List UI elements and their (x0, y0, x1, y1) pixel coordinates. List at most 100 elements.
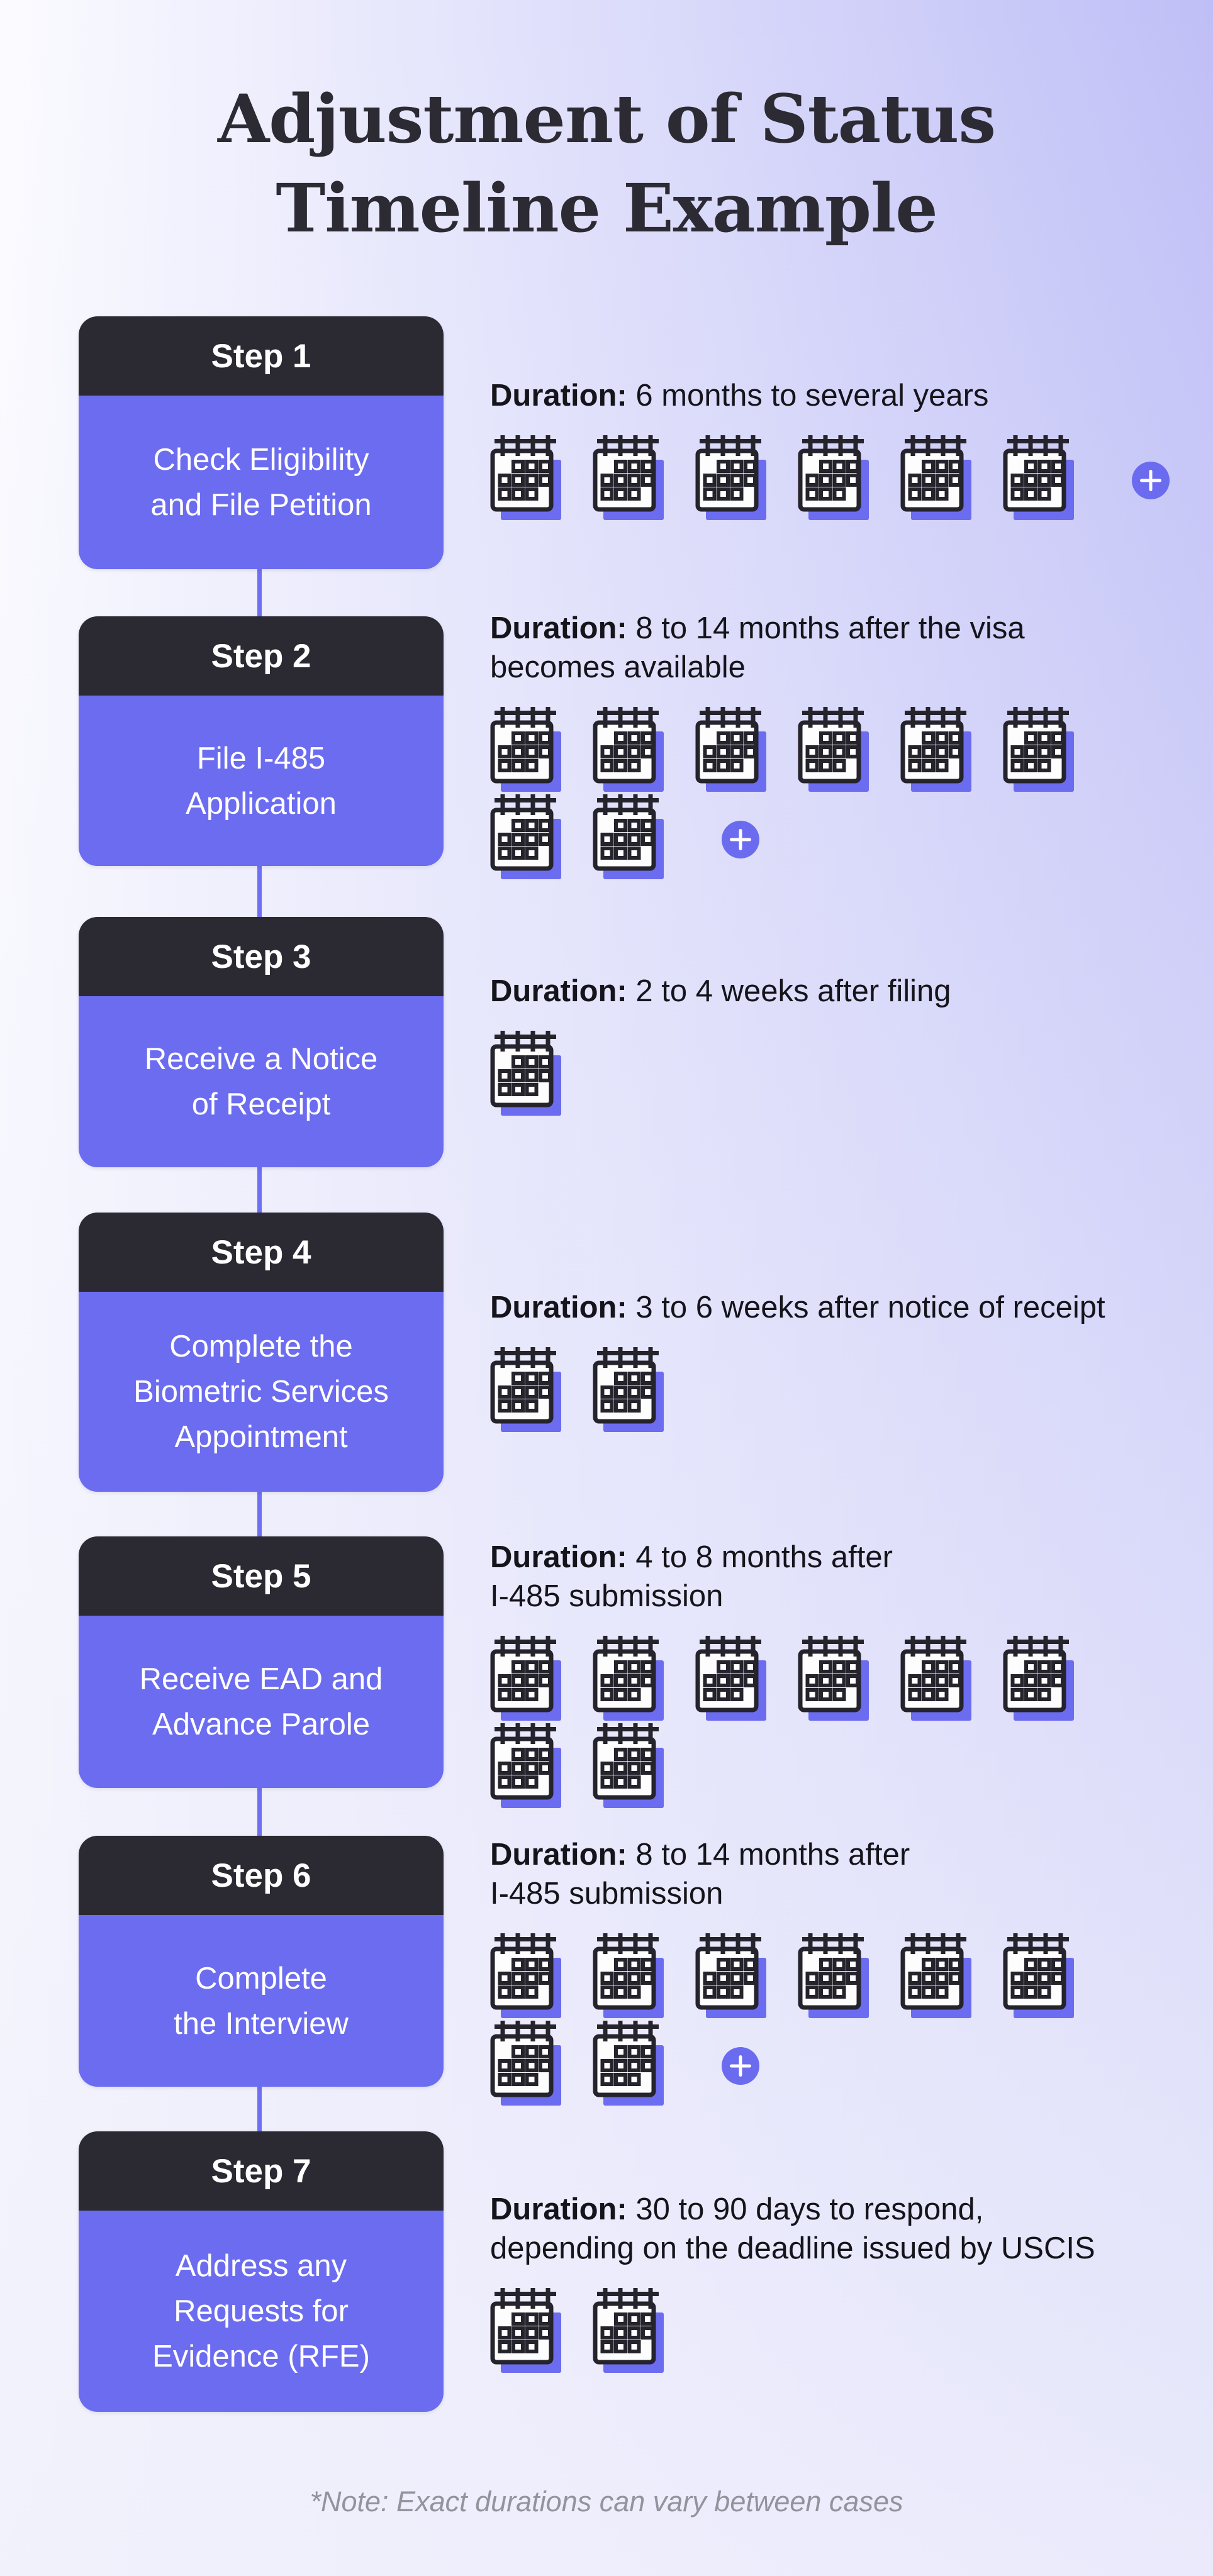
calendar-icon (593, 1347, 664, 1432)
calendar-icon (695, 435, 766, 520)
page-title: Adjustment of Status Timeline Example (217, 79, 996, 247)
step-3-duration-text: 2 to 4 weeks after filing (635, 974, 951, 1008)
step-2-header: Step 2 (79, 616, 444, 696)
step-1-header: Step 1 (79, 316, 444, 396)
footnote: *Note: Exact durations can vary between … (310, 2485, 903, 2518)
step-4-duration-text: 3 to 6 weeks after notice of receipt (635, 1291, 1105, 1324)
step-7-calendars (490, 2287, 1095, 2373)
duration-label: Duration: (490, 974, 627, 1008)
duration-label: Duration: (490, 611, 627, 645)
step-1-calendars (490, 434, 1170, 520)
step-1-title: Check Eligibility and File Petition (79, 396, 444, 569)
duration-label: Duration: (490, 1291, 627, 1324)
duration-label: Duration: (490, 379, 627, 413)
calendar-icon (900, 1933, 971, 2018)
calendar-icon (593, 2288, 664, 2373)
calendar-icon (593, 707, 664, 792)
calendar-icon (490, 1636, 561, 1721)
step-3-duration: Duration: 2 to 4 weeks after filing (490, 972, 951, 1011)
calendar-row (490, 1346, 1105, 1432)
calendar-row (490, 2287, 1095, 2373)
calendar-icon (593, 794, 664, 879)
step-4-detail: Duration: 3 to 6 weeks after notice of r… (490, 1288, 1105, 1433)
plus-icon (722, 821, 759, 858)
step-6-detail: Duration: 8 to 14 months after I-485 sub… (490, 1835, 1105, 2107)
calendar-icon (798, 1933, 869, 2018)
calendar-icon (1003, 707, 1074, 792)
calendar-icon (695, 1636, 766, 1721)
calendar-icon (490, 707, 561, 792)
step-1-card: Step 1 Check Eligibility and File Petiti… (79, 316, 444, 569)
step-2-label: Step 2 (211, 637, 311, 675)
step-5-duration: Duration: 4 to 8 months after I-485 subm… (490, 1538, 1105, 1616)
step-4-title: Complete the Biometric Services Appointm… (79, 1292, 444, 1492)
step-6-calendars (490, 1932, 1105, 2106)
calendar-row (490, 1030, 951, 1116)
step-7-duration-text: 30 to 90 days to respond, depending on t… (490, 2192, 1095, 2265)
step-1-duration: Duration: 6 months to several years (490, 376, 1170, 415)
step-4-card: Step 4 Complete the Biometric Services A… (79, 1213, 444, 1492)
step-2-calendars (490, 706, 1105, 879)
step-3-title: Receive a Notice of Receipt (79, 996, 444, 1167)
step-7-detail: Duration: 30 to 90 days to respond, depe… (490, 2190, 1095, 2374)
step-5-header: Step 5 (79, 1536, 444, 1616)
calendar-icon (490, 794, 561, 879)
step-3-label: Step 3 (211, 938, 311, 975)
step-4-header: Step 4 (79, 1213, 444, 1292)
step-2-detail: Duration: 8 to 14 months after the visa … (490, 609, 1105, 880)
step-6-card: Step 6 Complete the Interview (79, 1836, 444, 2087)
step-4-label: Step 4 (211, 1233, 311, 1271)
calendar-icon (593, 435, 664, 520)
calendar-icon (1003, 1933, 1074, 2018)
calendar-icon (1003, 1636, 1074, 1721)
step-2-card: Step 2 File I-485 Application (79, 616, 444, 866)
plus-icon (1132, 462, 1170, 499)
plus-icon (722, 2047, 759, 2085)
step-7-header: Step 7 (79, 2131, 444, 2211)
calendar-icon (490, 1933, 561, 2018)
step-7-card: Step 7 Address any Requests for Evidence… (79, 2131, 444, 2412)
calendar-icon (900, 707, 971, 792)
calendar-icon (798, 435, 869, 520)
calendar-icon (593, 1636, 664, 1721)
calendar-icon (593, 2021, 664, 2106)
calendar-icon (593, 1933, 664, 2018)
step-6-label: Step 6 (211, 1857, 311, 1894)
calendar-icon (593, 1723, 664, 1808)
step-7-title: Address any Requests for Evidence (RFE) (79, 2211, 444, 2412)
calendar-icon (490, 2288, 561, 2373)
step-6-header: Step 6 (79, 1836, 444, 1915)
step-3-detail: Duration: 2 to 4 weeks after filing (490, 972, 951, 1117)
calendar-icon (490, 2021, 561, 2106)
calendar-icon (695, 707, 766, 792)
step-2-duration-text: 8 to 14 months after the visa becomes av… (490, 611, 1025, 684)
duration-label: Duration: (490, 2192, 627, 2226)
step-3-header: Step 3 (79, 917, 444, 996)
step-1-label: Step 1 (211, 337, 311, 375)
calendar-row (490, 706, 1105, 792)
calendar-row (490, 793, 1105, 879)
step-5-calendars (490, 1635, 1105, 1808)
step-3-calendars (490, 1030, 951, 1116)
step-5-label: Step 5 (211, 1557, 311, 1595)
calendar-row (490, 1722, 1105, 1808)
step-5-detail: Duration: 4 to 8 months after I-485 subm… (490, 1538, 1105, 1809)
step-2-duration: Duration: 8 to 14 months after the visa … (490, 609, 1105, 687)
step-5-card: Step 5 Receive EAD and Advance Parole (79, 1536, 444, 1788)
step-7-duration: Duration: 30 to 90 days to respond, depe… (490, 2190, 1095, 2268)
calendar-icon (490, 435, 561, 520)
calendar-icon (490, 1723, 561, 1808)
calendar-row (490, 2019, 1105, 2106)
step-6-title: Complete the Interview (79, 1915, 444, 2087)
calendar-row (490, 1932, 1105, 2018)
calendar-icon (490, 1347, 561, 1432)
step-4-calendars (490, 1346, 1105, 1432)
calendar-icon (695, 1933, 766, 2018)
step-1-duration-text: 6 months to several years (635, 379, 989, 413)
step-6-duration-text: 8 to 14 months after I-485 submission (490, 1838, 910, 1911)
step-7-label: Step 7 (211, 2152, 311, 2190)
step-4-duration: Duration: 3 to 6 weeks after notice of r… (490, 1288, 1105, 1327)
step-1-detail: Duration: 6 months to several years (490, 376, 1170, 521)
step-5-title: Receive EAD and Advance Parole (79, 1616, 444, 1788)
